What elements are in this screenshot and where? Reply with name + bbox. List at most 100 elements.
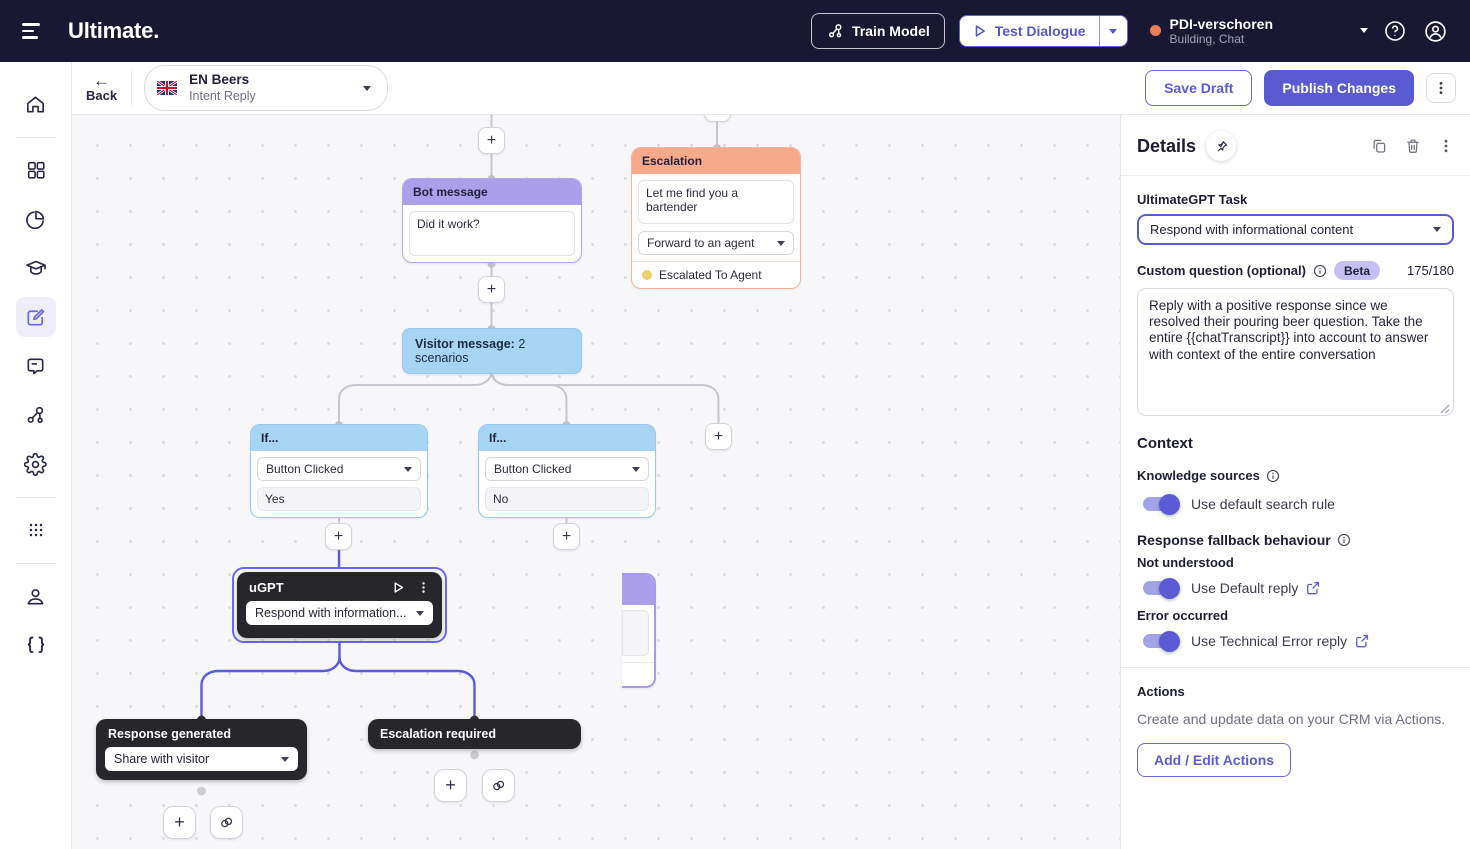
knowledge-sources-label: Knowledge sources xyxy=(1137,468,1454,483)
task-select[interactable]: Respond with informational content xyxy=(1137,214,1454,245)
add-node-button[interactable]: + xyxy=(553,523,580,550)
default-reply-toggle[interactable] xyxy=(1143,577,1180,599)
partial-node-fragment[interactable] xyxy=(622,573,656,688)
duplicate-node-icon[interactable] xyxy=(1370,137,1388,155)
run-node-play-icon[interactable] xyxy=(392,581,405,594)
chevron-down-icon xyxy=(363,85,372,91)
add-node-button[interactable]: + xyxy=(325,523,352,550)
add-scenario-button[interactable]: + xyxy=(705,423,732,450)
visitor-message-node[interactable]: Visitor message: 2 scenarios xyxy=(402,328,582,374)
chevron-down-icon xyxy=(416,610,424,616)
ugpt-task-dropdown[interactable]: Respond with information... xyxy=(246,601,433,625)
delete-node-icon[interactable] xyxy=(1404,137,1422,155)
dialogue-name: EN Beers xyxy=(189,72,250,88)
if-condition-node-yes[interactable]: If... Button Clicked Yes xyxy=(250,424,428,518)
rail-divider xyxy=(15,563,56,564)
bot-message-text-box[interactable]: Did it work? xyxy=(409,211,575,256)
dialogue-selector[interactable]: EN Beers Intent Reply xyxy=(144,65,389,111)
bot-status-dot xyxy=(1149,25,1161,37)
flow-canvas[interactable]: + Escalation Let me find you a bartender… xyxy=(72,115,1120,849)
condition-value[interactable]: Yes xyxy=(257,487,421,511)
rail-divider xyxy=(15,497,56,498)
nav-integrations-icon[interactable] xyxy=(16,395,56,435)
chevron-down-icon xyxy=(632,466,640,472)
condition-value[interactable]: No xyxy=(485,487,649,511)
nav-dialogue-builder-icon[interactable] xyxy=(15,297,56,337)
details-title: Details xyxy=(1137,135,1197,156)
nav-training-icon[interactable] xyxy=(16,248,56,288)
default-search-rule-toggle[interactable] xyxy=(1143,493,1180,515)
custom-question-input[interactable]: Reply with a positive response since we … xyxy=(1137,288,1454,416)
toolbar-divider xyxy=(131,71,133,105)
node-kebab-menu[interactable] xyxy=(417,581,430,594)
escalation-action-dropdown[interactable]: Forward to an agent xyxy=(638,231,794,255)
toolbar-kebab-menu[interactable] xyxy=(1426,73,1456,103)
publish-changes-button[interactable]: Publish Changes xyxy=(1264,70,1414,106)
escalation-message-box[interactable]: Let me find you a bartender xyxy=(638,180,794,224)
custom-question-label: Custom question (optional) xyxy=(1137,263,1306,278)
bot-message-node[interactable]: Bot message Did it work? xyxy=(402,178,582,263)
add-node-button[interactable]: + xyxy=(704,115,731,122)
nav-analytics-icon[interactable] xyxy=(16,199,56,239)
model-network-icon xyxy=(826,22,844,40)
details-panel: Details UltimateGPT Task Respond with in… xyxy=(1120,115,1470,849)
chevron-down-icon xyxy=(1433,227,1441,232)
ugpt-node-selected[interactable]: uGPT Respond with information... xyxy=(232,567,447,643)
chevron-down-icon xyxy=(281,756,289,762)
add-node-button[interactable]: + xyxy=(478,127,505,154)
add-node-button[interactable]: + xyxy=(434,769,467,802)
nav-dashboard-icon[interactable] xyxy=(16,150,56,190)
external-link-icon[interactable] xyxy=(1306,581,1320,595)
beta-badge: Beta xyxy=(1333,261,1380,280)
train-model-button[interactable]: Train Model xyxy=(810,13,945,49)
nav-messages-icon[interactable] xyxy=(16,346,56,386)
escalation-node[interactable]: Escalation Let me find you a bartender F… xyxy=(631,147,801,289)
play-icon xyxy=(973,24,987,38)
add-node-button[interactable]: + xyxy=(478,276,505,303)
condition-type-dropdown[interactable]: Button Clicked xyxy=(485,457,649,481)
link-node-button[interactable] xyxy=(210,806,243,839)
actions-description: Create and update data on your CRM via A… xyxy=(1137,711,1446,727)
rail-divider xyxy=(15,137,56,138)
help-icon[interactable] xyxy=(1382,18,1408,44)
add-edit-actions-button[interactable]: Add / Edit Actions xyxy=(1137,743,1292,777)
panel-kebab-menu[interactable] xyxy=(1438,138,1454,154)
nav-settings-icon[interactable] xyxy=(16,444,56,484)
actions-heading: Actions xyxy=(1137,684,1185,699)
top-bar: Ultimate. Train Model Test Dialogue xyxy=(0,0,1470,62)
pin-panel-button[interactable] xyxy=(1206,131,1237,161)
app-logo: Ultimate. xyxy=(68,18,160,43)
fallback-heading: Response fallback behaviour xyxy=(1137,532,1454,548)
save-draft-button[interactable]: Save Draft xyxy=(1145,70,1253,106)
info-icon[interactable] xyxy=(1266,469,1280,483)
link-node-button[interactable] xyxy=(482,769,515,802)
nav-home-icon[interactable] xyxy=(16,84,56,124)
nav-profile-icon[interactable] xyxy=(16,576,56,616)
response-generated-node[interactable]: Response generated Share with visitor xyxy=(96,719,307,780)
tag-status-dot xyxy=(642,270,652,280)
escalation-required-node[interactable]: Escalation required xyxy=(368,719,581,749)
chevron-down-icon xyxy=(404,466,412,472)
test-dialogue-dropdown-caret[interactable] xyxy=(1098,16,1127,46)
technical-error-reply-toggle[interactable] xyxy=(1143,630,1180,652)
external-link-icon[interactable] xyxy=(1355,634,1369,648)
section-divider xyxy=(1121,667,1470,668)
bot-selector[interactable]: PDI-verschoren Building, Chat xyxy=(1149,16,1368,46)
not-understood-label: Not understood xyxy=(1137,555,1234,570)
condition-type-dropdown[interactable]: Button Clicked xyxy=(257,457,421,481)
info-icon[interactable] xyxy=(1337,533,1351,547)
back-button[interactable]: ← Back xyxy=(86,70,118,103)
info-icon[interactable] xyxy=(1313,264,1327,278)
nav-apps-icon[interactable] xyxy=(16,510,56,550)
context-heading: Context xyxy=(1137,435,1193,452)
menu-hamburger-icon[interactable] xyxy=(22,19,46,43)
if-condition-node-no[interactable]: If... Button Clicked No xyxy=(478,424,656,518)
uk-flag-icon xyxy=(157,81,178,95)
account-icon[interactable] xyxy=(1422,18,1448,44)
nav-developer-icon[interactable] xyxy=(16,625,56,665)
chevron-down-icon xyxy=(1109,28,1118,34)
error-occurred-label: Error occurred xyxy=(1137,608,1229,623)
test-dialogue-button[interactable]: Test Dialogue xyxy=(958,15,1128,47)
response-share-dropdown[interactable]: Share with visitor xyxy=(105,747,298,771)
add-node-button[interactable]: + xyxy=(163,806,196,839)
